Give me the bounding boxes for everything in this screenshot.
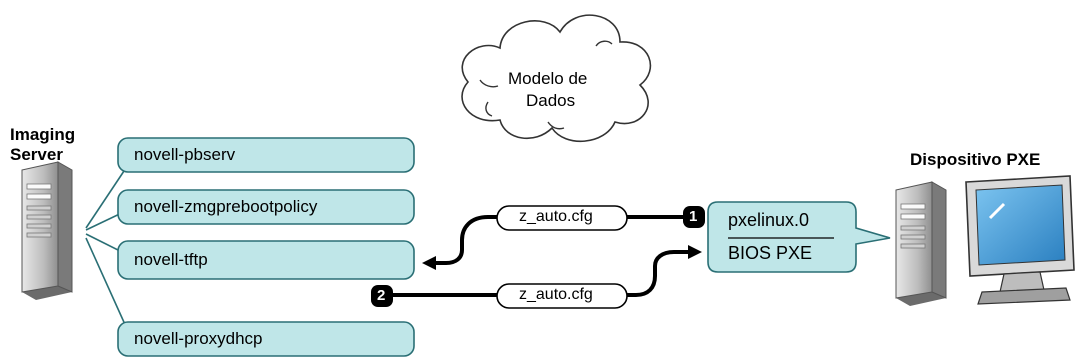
step-number-1: 1 (689, 208, 698, 225)
cfg-label-top: z_auto.cfg (519, 208, 593, 225)
server-title-line1: Imaging (10, 125, 76, 144)
pxe-label-pxelinux: pxelinux.0 (728, 210, 810, 230)
cfg-pill-bottom (496, 283, 628, 309)
service-label-pbserv: novell-pbserv (134, 145, 236, 164)
step-badge-2 (371, 285, 393, 307)
cfg-label-bottom: z_auto.cfg (519, 286, 593, 303)
pxe-device-icon (895, 175, 1075, 306)
pxe-callout (707, 201, 891, 273)
cloud-label-line2: Dados (526, 91, 576, 110)
service-callout-pbserv (117, 137, 415, 173)
flow-arrow-bottom (386, 245, 702, 297)
step-number-2: 2 (377, 287, 386, 304)
cfg-pill-top (496, 205, 628, 231)
device-title: Dispositivo PXE (910, 150, 1041, 169)
pxe-label-bios: BIOS PXE (728, 243, 813, 263)
flow-arrow-top (422, 215, 700, 270)
data-model-cloud (461, 14, 652, 142)
cloud-label-line1: Modelo de (508, 69, 588, 88)
server-title-line2: Server (10, 145, 63, 164)
step-badge-1 (683, 206, 705, 228)
service-label-tftp: novell-tftp (134, 250, 208, 269)
service-label-zmgprebootpolicy: novell-zmgprebootpolicy (134, 197, 318, 216)
service-callout-proxydhcp (117, 321, 415, 357)
service-callout-zmgprebootpolicy (117, 189, 415, 225)
service-callout-tftp (117, 240, 415, 280)
service-label-proxydhcp: novell-proxydhcp (134, 329, 263, 348)
imaging-server-icon (21, 161, 73, 300)
